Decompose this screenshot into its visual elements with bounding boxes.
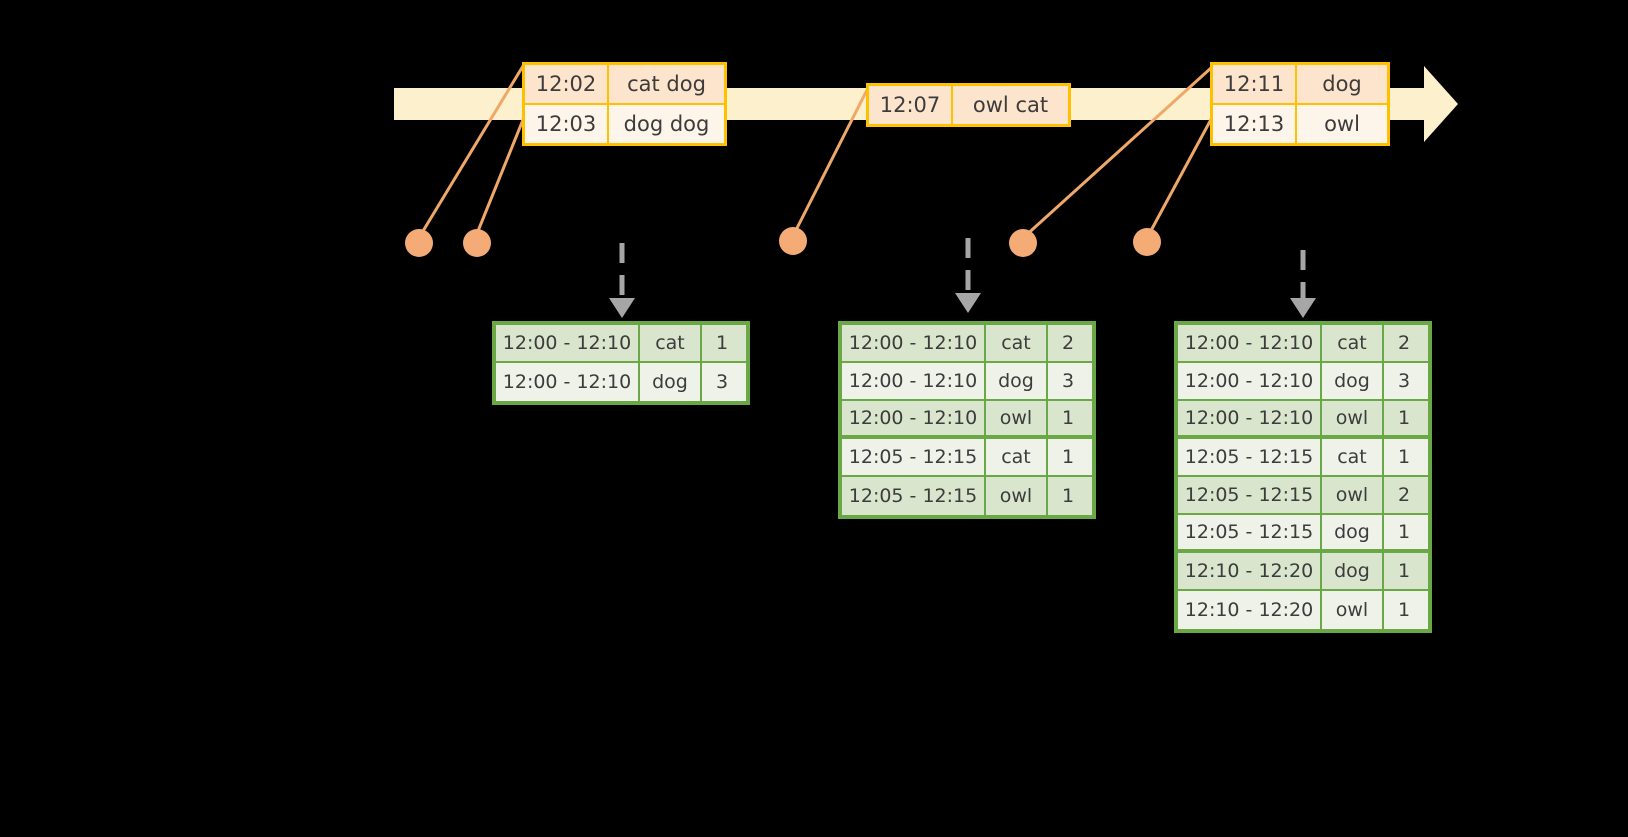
result-count: 3 (1061, 370, 1075, 392)
event-words: dog (1322, 72, 1362, 96)
result-key: cat (1322, 439, 1384, 475)
table-row: 12:00 - 12:10 owl 1 (1178, 401, 1428, 439)
dashed-arrow-head-1 (609, 298, 635, 318)
result-key: cat (986, 439, 1048, 475)
table-row: 12:10 - 12:20 owl 1 (1178, 591, 1428, 629)
timeline-arrow-head (1424, 66, 1458, 142)
connector-line-5 (1145, 111, 1217, 239)
result-count: 2 (1061, 332, 1075, 354)
result-window: 12:00 - 12:10 (1178, 401, 1322, 435)
result-count: 1 (1397, 599, 1411, 621)
result-count: 1 (1397, 560, 1411, 582)
result-key: cat (986, 325, 1048, 361)
result-key: dog (1322, 553, 1384, 589)
result-window: 12:05 - 12:15 (842, 439, 986, 475)
result-window: 12:00 - 12:10 (842, 325, 986, 361)
result-count: 3 (715, 371, 729, 393)
connector-dots (405, 227, 1161, 257)
event-words: owl (1324, 112, 1360, 136)
event-row: 12:02 cat dog (525, 65, 724, 105)
result-key: dog (640, 363, 702, 401)
result-count: 1 (1061, 446, 1075, 468)
event-time: 12:02 (525, 65, 609, 103)
result-window: 12:00 - 12:10 (496, 363, 640, 401)
table-row: 12:00 - 12:10 dog 3 (1178, 363, 1428, 401)
event-row: 12:07 owl cat (869, 86, 1068, 124)
table-row: 12:00 - 12:10 cat 1 (496, 325, 746, 363)
result-count: 1 (1397, 446, 1411, 468)
result-count: 2 (1397, 332, 1411, 354)
event-time: 12:11 (1213, 65, 1297, 103)
result-table-1[interactable]: 12:00 - 12:10 cat 1 12:00 - 12:10 dog 3 (492, 321, 750, 405)
result-key: dog (1322, 363, 1384, 399)
dashed-arrow-head-3 (1290, 298, 1316, 318)
result-window: 12:00 - 12:10 (496, 325, 640, 361)
connector-dot-4 (1009, 229, 1037, 257)
result-count: 3 (1397, 370, 1411, 392)
table-row: 12:00 - 12:10 cat 2 (842, 325, 1092, 363)
result-count: 1 (715, 332, 729, 354)
result-window: 12:05 - 12:15 (1178, 439, 1322, 475)
event-box-3[interactable]: 12:11 dog 12:13 owl (1210, 62, 1390, 146)
result-window: 12:10 - 12:20 (1178, 553, 1322, 589)
event-words: cat dog (627, 72, 706, 96)
result-key: owl (986, 477, 1048, 515)
result-window: 12:05 - 12:15 (1178, 477, 1322, 513)
result-key: cat (1322, 325, 1384, 361)
result-count: 1 (1397, 521, 1411, 543)
result-table-2[interactable]: 12:00 - 12:10 cat 2 12:00 - 12:10 dog 3 … (838, 321, 1096, 519)
connector-line-1 (418, 65, 525, 237)
table-row: 12:00 - 12:10 dog 3 (496, 363, 746, 401)
result-window: 12:00 - 12:10 (1178, 363, 1322, 399)
table-row: 12:05 - 12:15 owl 1 (842, 477, 1092, 515)
result-table-3[interactable]: 12:00 - 12:10 cat 2 12:00 - 12:10 dog 3 … (1174, 321, 1432, 633)
result-window: 12:05 - 12:15 (842, 477, 986, 515)
event-row: 12:11 dog (1213, 65, 1387, 105)
result-count: 1 (1061, 407, 1075, 429)
dashed-arrow-heads (609, 293, 1316, 318)
result-key: dog (1322, 515, 1384, 549)
result-key: owl (1322, 591, 1384, 629)
event-row: 12:03 dog dog (525, 105, 724, 143)
result-key: dog (986, 363, 1048, 399)
event-time: 12:13 (1213, 105, 1297, 143)
event-words: dog dog (623, 112, 710, 136)
connector-dot-1 (405, 229, 433, 257)
result-window: 12:00 - 12:10 (1178, 325, 1322, 361)
event-time: 12:07 (869, 86, 953, 124)
result-window: 12:00 - 12:10 (842, 401, 986, 435)
dashed-arrow-head-2 (955, 293, 981, 313)
result-window: 12:05 - 12:15 (1178, 515, 1322, 549)
connector-dot-5 (1133, 228, 1161, 256)
result-window: 12:10 - 12:20 (1178, 591, 1322, 629)
result-count: 2 (1397, 484, 1411, 506)
table-row: 12:00 - 12:10 owl 1 (842, 401, 1092, 439)
table-row: 12:00 - 12:10 cat 2 (1178, 325, 1428, 363)
event-words: owl cat (972, 93, 1049, 117)
connector-dot-2 (463, 229, 491, 257)
result-key: owl (1322, 401, 1384, 435)
connector-dot-3 (779, 227, 807, 255)
event-time: 12:03 (525, 105, 609, 143)
result-count: 1 (1061, 485, 1075, 507)
table-row: 12:10 - 12:20 dog 1 (1178, 553, 1428, 591)
result-window: 12:00 - 12:10 (842, 363, 986, 399)
event-row: 12:13 owl (1213, 105, 1387, 143)
result-key: owl (1322, 477, 1384, 513)
result-key: owl (986, 401, 1048, 435)
event-box-1[interactable]: 12:02 cat dog 12:03 dog dog (522, 62, 727, 146)
table-row: 12:00 - 12:10 dog 3 (842, 363, 1092, 401)
table-row: 12:05 - 12:15 cat 1 (842, 439, 1092, 477)
connector-line-3 (791, 87, 870, 237)
event-box-2[interactable]: 12:07 owl cat (866, 83, 1071, 127)
dashed-arrows (619, 238, 1306, 300)
table-row: 12:05 - 12:15 cat 1 (1178, 439, 1428, 477)
table-row: 12:05 - 12:15 owl 2 (1178, 477, 1428, 515)
table-row: 12:05 - 12:15 dog 1 (1178, 515, 1428, 553)
connector-line-2 (474, 109, 529, 237)
result-count: 1 (1397, 407, 1411, 429)
result-key: cat (640, 325, 702, 361)
